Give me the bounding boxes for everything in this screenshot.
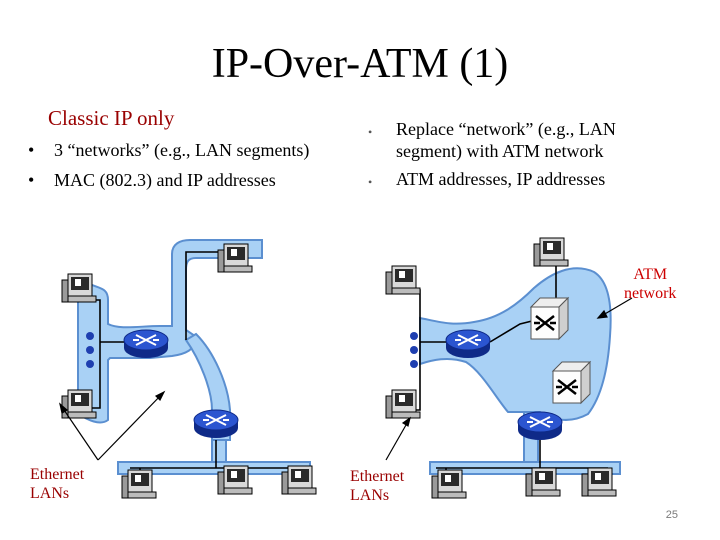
list-item: • 3 “networks” (e.g., LAN segments) xyxy=(28,139,348,161)
bullet-icon: • xyxy=(368,175,373,189)
router-icon xyxy=(193,409,239,439)
page-title: IP-Over-ATM (1) xyxy=(211,41,509,87)
computer-icon xyxy=(385,389,421,419)
router-icon xyxy=(445,329,491,359)
atm-network-label: ATM network xyxy=(624,266,677,302)
atm-switch-icon xyxy=(529,296,570,341)
left-lan-wires xyxy=(86,251,301,480)
bullet-icon: • xyxy=(28,170,35,190)
atm-switch-icon xyxy=(551,360,592,405)
router-icon xyxy=(123,329,169,359)
atm-label-arrow xyxy=(596,297,633,319)
computer-icon xyxy=(385,265,421,295)
bullet-icon: • xyxy=(368,125,373,139)
bullet-text: ATM addresses, IP addresses xyxy=(396,169,606,189)
computer-icon xyxy=(533,237,569,267)
router-icon xyxy=(517,411,563,441)
left-bullet-list: • 3 “networks” (e.g., LAN segments) • MAC … xyxy=(28,139,348,199)
ethernet-arrow-right xyxy=(385,416,411,461)
ethernet-lans-label-right: Ethernet LANs xyxy=(350,468,405,504)
ethernet-arrows xyxy=(59,390,166,461)
bullet-text: MAC (802.3) and IP addresses xyxy=(54,170,276,190)
list-item: • Replace “network” (e.g., LAN segment) w… xyxy=(368,118,668,162)
page-number: 25 xyxy=(665,509,678,521)
right-bullet-list: • Replace “network” (e.g., LAN segment) w… xyxy=(368,118,668,196)
ellipsis-dots-icon xyxy=(410,332,418,368)
computer-icon xyxy=(61,273,97,303)
ethernet-lans-label-left: Ethernet LANs xyxy=(30,466,85,502)
subheading-classic-ip: Classic IP only xyxy=(48,106,175,130)
bullet-text: Replace “network” (e.g., LAN segment) wi… xyxy=(396,119,616,161)
ellipsis-dots-icon xyxy=(86,332,94,368)
bullet-text: 3 “networks” (e.g., LAN segments) xyxy=(54,140,310,160)
list-item: • MAC (802.3) and IP addresses xyxy=(28,169,348,191)
bullet-icon: • xyxy=(28,140,35,160)
left-lan-cloud xyxy=(77,239,311,475)
list-item: • ATM addresses, IP addresses xyxy=(368,168,668,190)
